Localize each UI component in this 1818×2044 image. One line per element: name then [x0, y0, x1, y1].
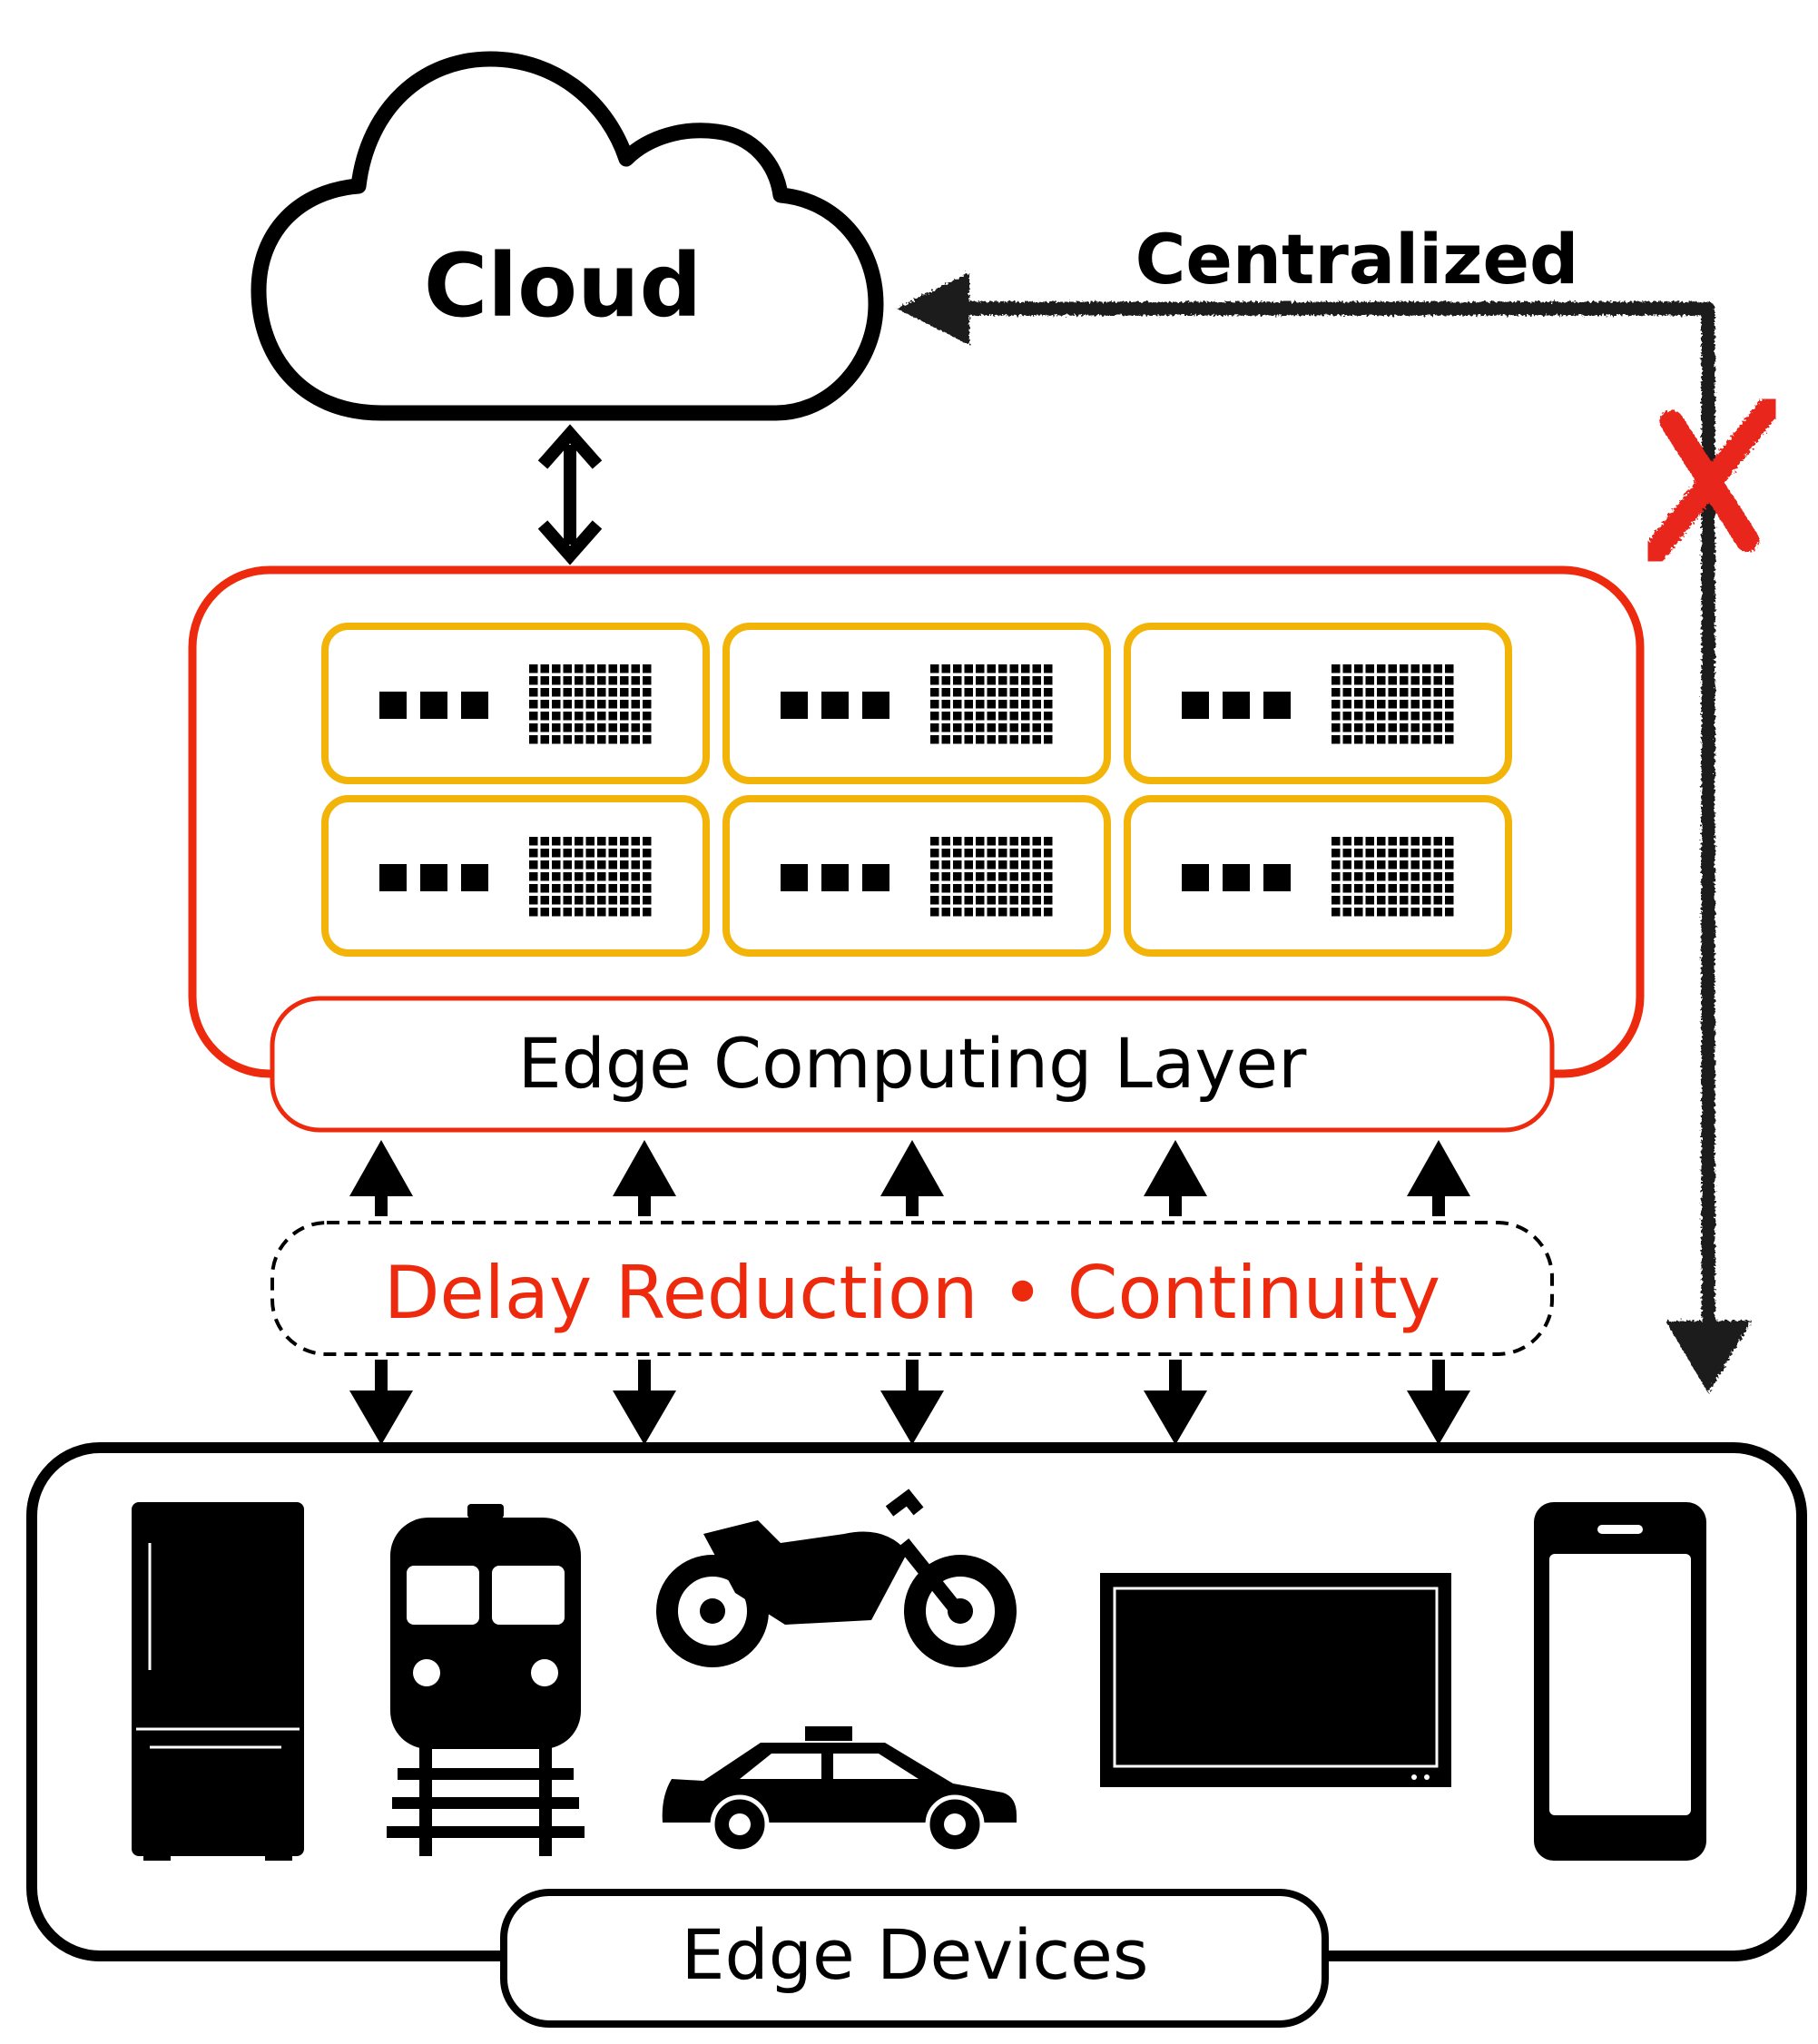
- cloud-shape: [251, 51, 884, 421]
- edge-devices-label: Edge Devices: [682, 1914, 1149, 1995]
- cloud-label: Cloud: [424, 235, 702, 337]
- down-arrow: [613, 1360, 676, 1445]
- edge-computing-layer: Edge Computing Layer: [188, 565, 1645, 1133]
- benefits: Delay Reduction • Continuity: [270, 1221, 1554, 1356]
- up-arrow: [349, 1140, 413, 1216]
- refrigerator-icon: [132, 1502, 304, 1861]
- down-arrows: [349, 1360, 1470, 1445]
- server-grid: [321, 623, 1512, 957]
- train-icon: [387, 1504, 585, 1856]
- down-arrow: [1144, 1360, 1207, 1445]
- down-arrow: [349, 1360, 413, 1445]
- centralized-arrowhead-down: [1666, 1321, 1752, 1393]
- up-arrow: [1144, 1140, 1207, 1216]
- server-vent-grid: [529, 837, 652, 917]
- server-vent-grid: [930, 664, 1053, 744]
- up-arrow: [1407, 1140, 1470, 1216]
- server-unit: [321, 795, 710, 957]
- server-vent-grid: [1332, 664, 1454, 744]
- server-unit: [722, 795, 1111, 957]
- edge-layer-label-box: [270, 996, 1555, 1133]
- benefits-label: Delay Reduction • Continuity: [384, 1251, 1440, 1335]
- server-unit: [321, 623, 710, 784]
- up-arrow: [880, 1140, 944, 1216]
- cloud: Cloud: [251, 51, 884, 421]
- car-icon: [662, 1726, 1017, 1854]
- motorcycle-icon: [656, 1489, 1017, 1667]
- tv-icon: [1100, 1573, 1451, 1787]
- centralized-label: Centralized: [1135, 219, 1579, 300]
- smartphone-icon: [1534, 1502, 1706, 1861]
- edge-devices-label-box: [500, 1889, 1329, 2028]
- down-arrow: [880, 1360, 944, 1445]
- server-unit: [1124, 795, 1512, 957]
- edge-devices: Edge Devices: [26, 1442, 1807, 2028]
- centralized-arrowhead-left: [897, 272, 969, 345]
- cloud-edge-arrow: [537, 424, 603, 565]
- server-unit: [722, 623, 1111, 784]
- cross-icon: [1642, 395, 1782, 565]
- up-arrow: [613, 1140, 676, 1216]
- edge-layer-label: Edge Computing Layer: [518, 1023, 1308, 1104]
- server-vent-grid: [1332, 837, 1454, 917]
- server-unit: [1124, 623, 1512, 784]
- up-arrows: [349, 1140, 1470, 1216]
- server-vent-grid: [529, 664, 652, 744]
- centralized-path: [897, 272, 1752, 1393]
- benefits-box: [270, 1221, 1554, 1356]
- server-vent-grid: [930, 837, 1053, 917]
- down-arrow: [1407, 1360, 1470, 1445]
